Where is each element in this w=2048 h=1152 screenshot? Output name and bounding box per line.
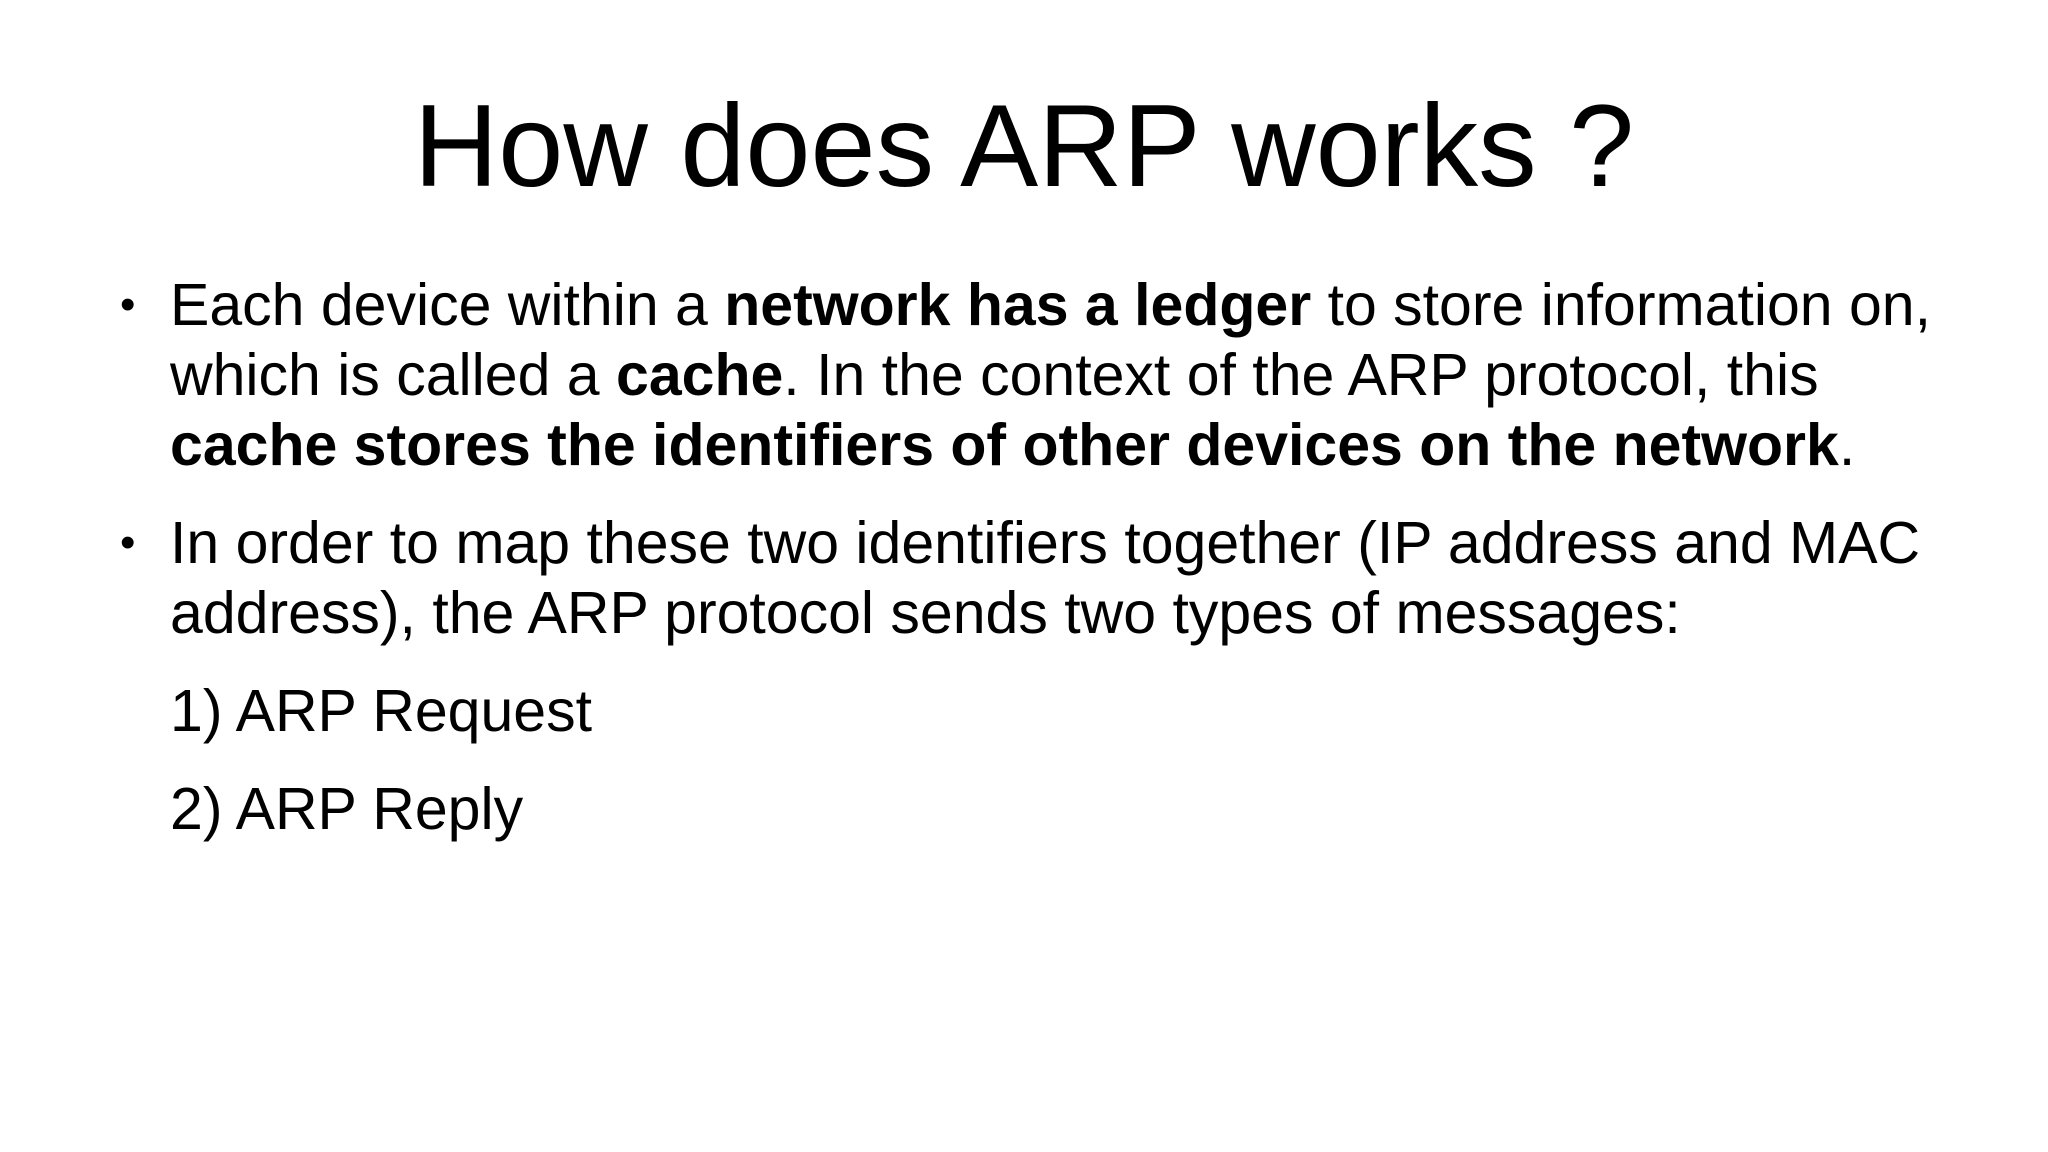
- bullet-bold-segment: cache: [616, 342, 784, 408]
- bullet-bold-segment: network has a ledger: [724, 272, 1312, 338]
- message-type-item: 2) ARP Reply: [170, 776, 524, 842]
- slide-body: • Each device within a network has a led…: [118, 270, 1998, 872]
- message-type-item: 1) ARP Request: [170, 678, 592, 744]
- bullet-dot-icon: •: [120, 518, 136, 567]
- bullet-text-segment: to store information on, which is called…: [170, 272, 1931, 408]
- bullet-text-segment: . In the context of the ARP protocol, th…: [783, 342, 1819, 408]
- bullet-text-segment: .: [1838, 412, 1856, 478]
- bullet-item-mapping: • In order to map these two identifiers …: [118, 508, 1998, 648]
- bullet-text: In order to map these two identifiers to…: [170, 510, 1921, 646]
- bullet-item-cache: • Each device within a network has a led…: [118, 270, 1998, 480]
- bullet-dot-icon: •: [120, 280, 136, 329]
- bullet-text-segment: Each device within a: [170, 272, 725, 338]
- bullet-bold-segment: cache stores the identifiers of other de…: [170, 412, 1839, 478]
- slide-title: How does ARP works ?: [413, 80, 1635, 211]
